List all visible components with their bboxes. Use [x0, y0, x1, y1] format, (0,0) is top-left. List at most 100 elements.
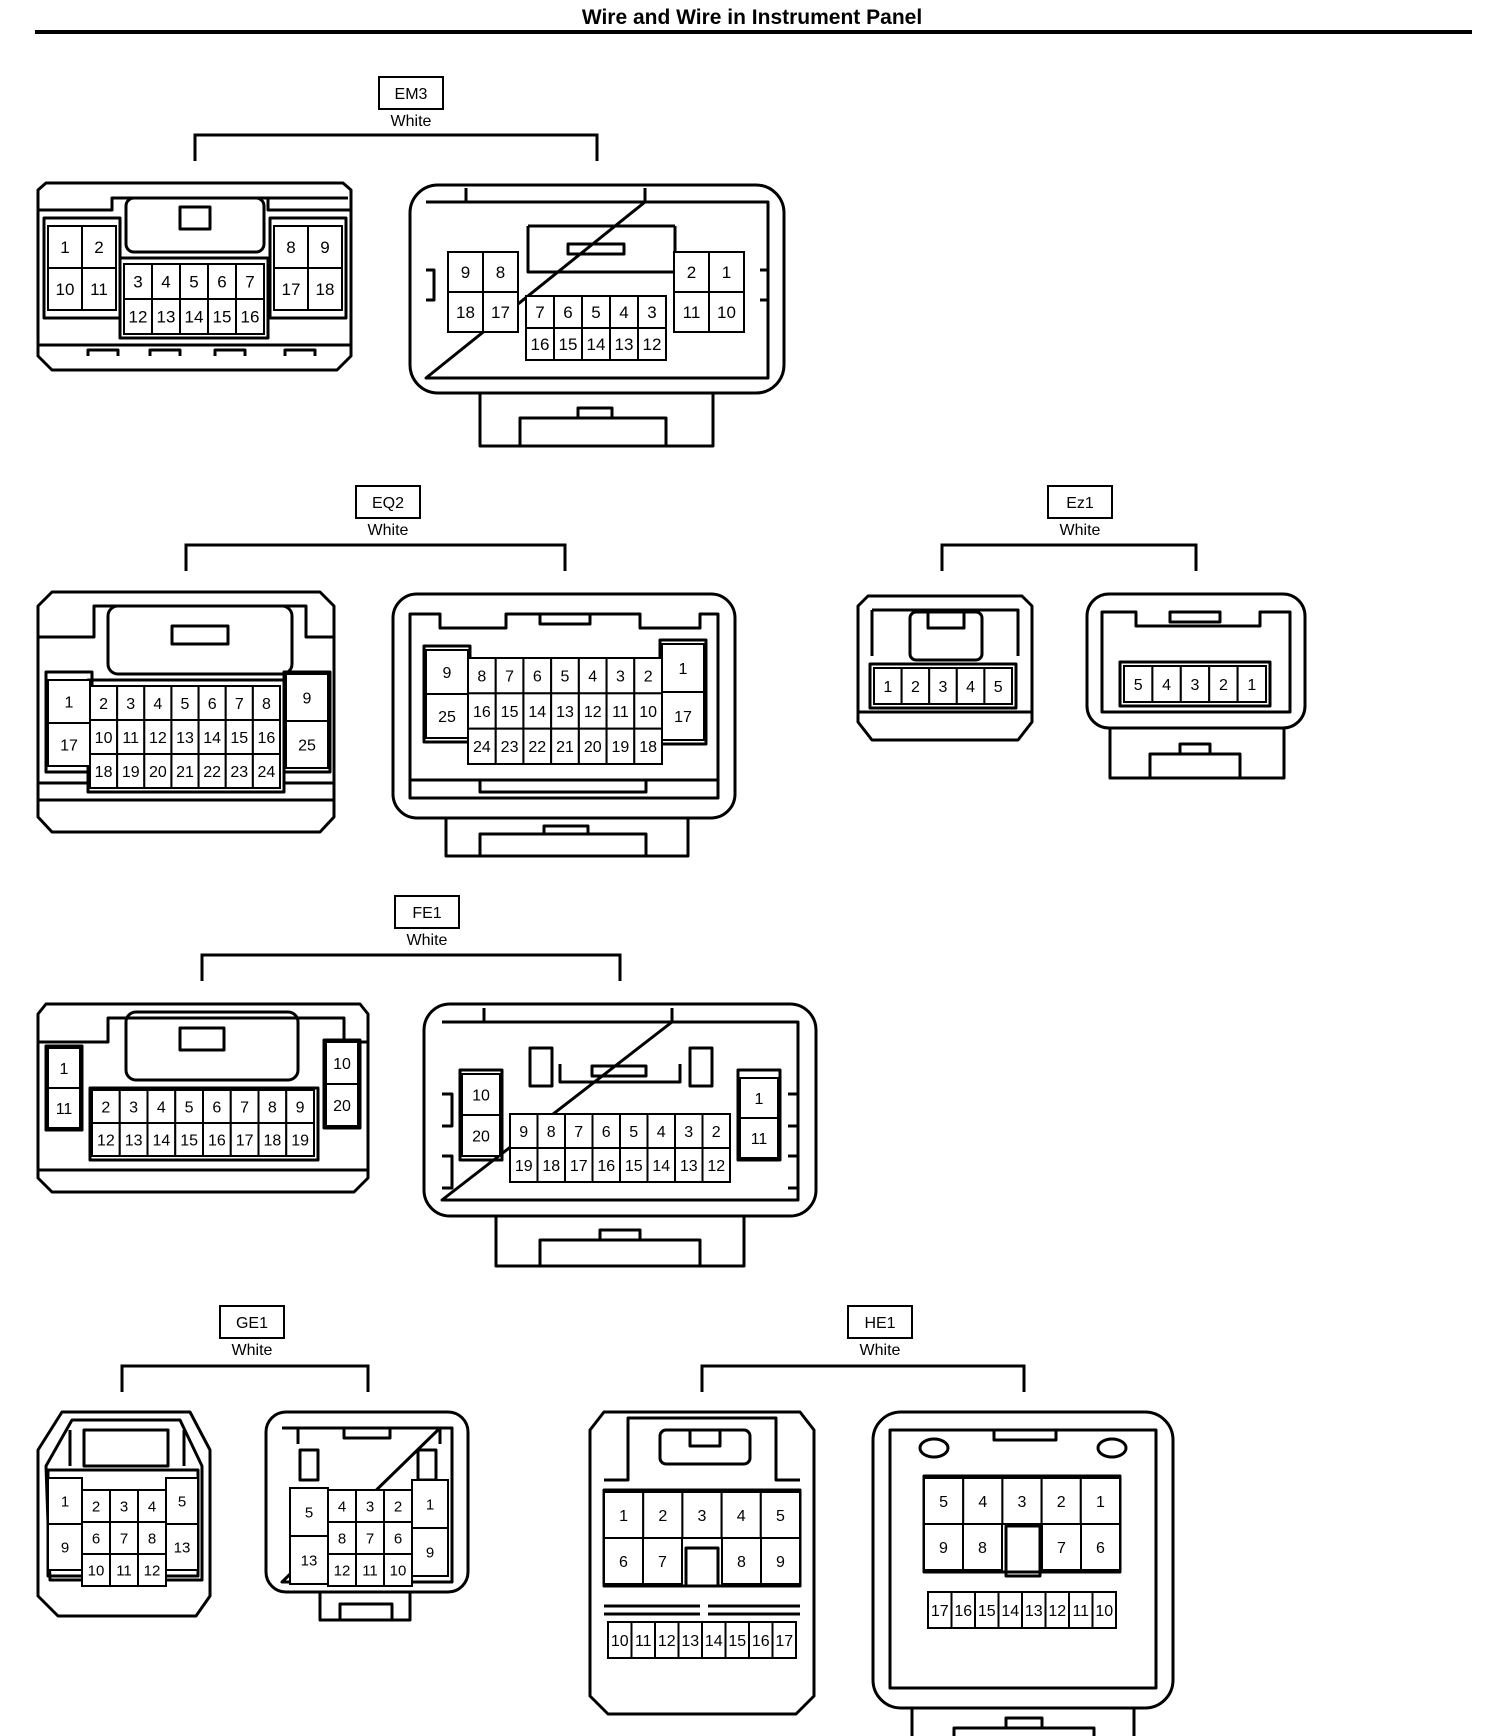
pin-cell: [116, 753, 146, 789]
pin-number: 13: [680, 1158, 698, 1175]
pin-number: 1: [1096, 1494, 1105, 1511]
pin-cell: [109, 1489, 139, 1523]
pin-number: 8: [286, 238, 295, 257]
pin-number: 11: [56, 1101, 73, 1118]
connector-pair-bracket: [193, 133, 599, 161]
connector-code-box: [1047, 485, 1113, 519]
pin-number: 5: [181, 696, 190, 713]
pin-number: 2: [99, 696, 108, 713]
ez1-left-cav: [868, 662, 1018, 710]
pin-number: 16: [258, 730, 276, 747]
connector-pair-bracket: [940, 543, 1198, 571]
ge1-left-frame: [68, 1428, 186, 1468]
pin-number: 10: [390, 1562, 407, 1579]
ge1-right-body: [264, 1410, 470, 1594]
pin-number: 2: [658, 1508, 667, 1525]
pin-number: 13: [681, 1633, 699, 1650]
pin-number: 4: [588, 668, 597, 685]
pin-number: 15: [978, 1603, 996, 1620]
pin-number: 8: [978, 1540, 987, 1557]
fe1-left-latch-frame: [124, 1010, 300, 1082]
he1-right-hole-l: [918, 1437, 950, 1459]
ez1-left-latch-frame: [908, 610, 984, 662]
he1-right-hole-r: [1096, 1437, 1128, 1459]
ge1-right-key: [342, 1426, 392, 1440]
pin-number: 7: [574, 1124, 583, 1141]
pin-cell: [637, 327, 667, 361]
pin-number: 4: [153, 696, 162, 713]
pin-number: 3: [133, 273, 142, 292]
pin-number: 16: [597, 1158, 615, 1175]
pin-number: 14: [152, 1132, 170, 1149]
pin-number: 12: [334, 1562, 351, 1579]
pin-cell: [1236, 665, 1267, 703]
fe1-left-cav-c: [88, 1086, 320, 1162]
pin-number: 3: [129, 1099, 138, 1116]
pin-cell: [536, 1113, 566, 1149]
pin-cell: [47, 1047, 81, 1089]
pin-cell: [447, 251, 484, 293]
pin-cell: [642, 1537, 683, 1585]
pin-number: 3: [120, 1498, 128, 1515]
pin-number: 14: [587, 335, 606, 354]
pin-cell: [681, 1491, 723, 1539]
ge1-left-body: [36, 1410, 212, 1618]
pin-number: 24: [258, 764, 276, 781]
pin-number: 10: [88, 1562, 105, 1579]
pin-cell: [605, 692, 636, 730]
pin-cell: [760, 1537, 801, 1585]
connector-pair-bracket: [120, 1364, 370, 1392]
fe1-right-cav-l: [458, 1068, 504, 1162]
pin-cell: [461, 1114, 501, 1157]
pin-cell: [146, 1089, 177, 1124]
pin-number: 13: [176, 730, 194, 747]
pin-cell: [383, 1489, 413, 1523]
pin-number: 6: [217, 273, 226, 292]
pin-cell: [411, 1527, 449, 1577]
pin-number: 12: [643, 335, 662, 354]
pin-number: 16: [954, 1603, 972, 1620]
pin-cell: [109, 1553, 139, 1587]
fe1-right-key: [590, 1064, 648, 1078]
ez1-left-body: [856, 594, 1034, 742]
pin-number: 25: [438, 709, 456, 726]
pin-cell: [151, 298, 181, 335]
eq2-right-lock: [444, 818, 690, 858]
em3-left-body: [36, 181, 353, 372]
he1-right-inner: [888, 1428, 1158, 1690]
pin-number: 4: [737, 1508, 746, 1525]
pin-number: 9: [519, 1124, 528, 1141]
pin-cell: [285, 720, 329, 769]
eq2-right-inner: [408, 612, 720, 800]
pin-cell: [179, 263, 209, 300]
pin-number: 19: [515, 1158, 533, 1175]
eq2-right-key: [538, 612, 592, 626]
pin-cell: [923, 1477, 965, 1525]
pin-cell: [285, 1122, 315, 1157]
pin-number: 6: [208, 696, 217, 713]
pin-number: 1: [61, 1493, 69, 1510]
fe1-left-body: [36, 1002, 370, 1194]
pin-number: 1: [426, 1496, 434, 1513]
pin-number: 3: [684, 1124, 693, 1141]
he1-left-rim: [604, 1416, 800, 1482]
pin-cell: [674, 1147, 704, 1183]
ge1-right-tabs: [298, 1448, 438, 1482]
connector-code: EM3: [395, 86, 428, 103]
pin-cell: [285, 673, 329, 722]
pin-cell: [137, 1521, 167, 1555]
pin-number: 16: [208, 1132, 226, 1149]
connector-code-box: [378, 76, 444, 110]
pin-number: 5: [776, 1508, 785, 1525]
connector-pair-bracket: [184, 543, 567, 571]
pin-number: 15: [213, 308, 232, 327]
pin-cell: [325, 1041, 359, 1085]
pin-number: 3: [1191, 677, 1200, 694]
connector-bodies: [36, 181, 1307, 1736]
pin-number: 14: [1001, 1603, 1019, 1620]
pin-cell: [143, 753, 173, 789]
pin-number: 20: [333, 1098, 351, 1115]
pin-cell: [257, 1122, 288, 1157]
pin-cell: [721, 1537, 762, 1585]
